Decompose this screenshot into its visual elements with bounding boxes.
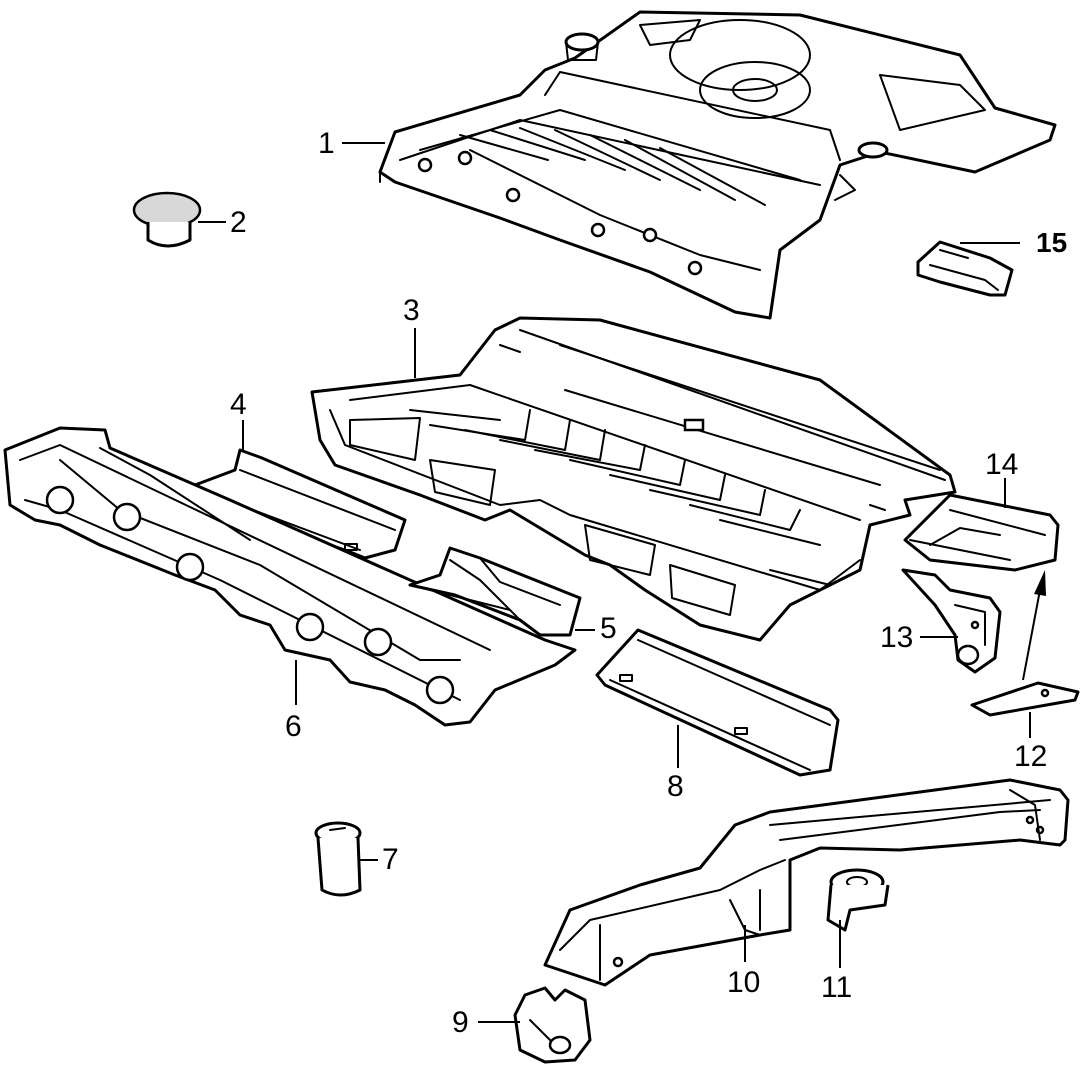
part-5-channel-bracket <box>408 546 582 637</box>
callout-10: 10 <box>727 966 761 999</box>
part-3-main-floor-panel <box>310 316 957 642</box>
callout-3: 3 <box>403 294 420 327</box>
callout-11: 11 <box>821 971 853 1004</box>
callout-2: 2 <box>230 206 247 239</box>
callout-1: 1 <box>318 127 335 160</box>
part-8-cross-member <box>595 628 840 777</box>
callout-8: 8 <box>667 770 684 803</box>
part-2-grommet-plug <box>132 191 202 248</box>
callout-6: 6 <box>285 710 302 743</box>
part-13-support-bracket <box>901 568 1002 674</box>
part-6-side-sill-member <box>3 426 577 727</box>
part-7-grommet-plug <box>314 821 362 897</box>
callout-7: 7 <box>382 843 399 876</box>
callout-9: 9 <box>452 1006 469 1039</box>
part-11-mount <box>826 868 890 932</box>
leader-lines <box>198 142 1031 1023</box>
assembly-arrow <box>1022 570 1046 681</box>
part-12-plate <box>970 681 1080 717</box>
part-14-end-piece <box>903 493 1060 572</box>
callout-15: 15 <box>1036 227 1068 258</box>
callout-5: 5 <box>600 612 617 645</box>
part-15-bracket <box>916 240 1014 297</box>
callout-4: 4 <box>230 388 247 421</box>
callout-12: 12 <box>1014 740 1048 773</box>
callout-13: 13 <box>880 621 914 654</box>
part-9-mount-block <box>513 986 592 1064</box>
part-10-frame-rail <box>543 778 1070 987</box>
callout-14: 14 <box>985 448 1019 481</box>
part-1-rear-floor-pan <box>378 10 1057 320</box>
